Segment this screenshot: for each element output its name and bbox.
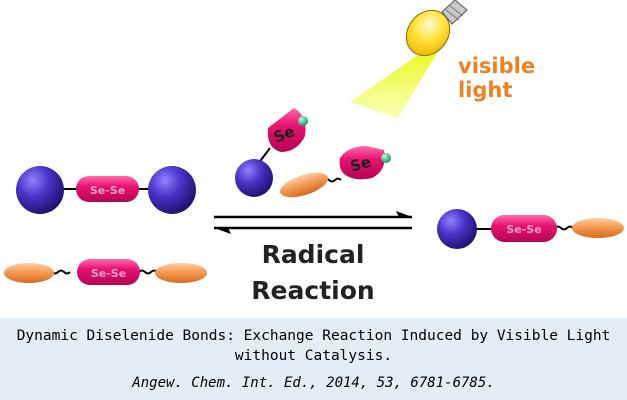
light-beam [350, 45, 442, 118]
diselenide-molecule-spheres: Se-Se [16, 166, 196, 214]
radical-reaction-line1: Radical [261, 240, 365, 269]
visible-light-line2: light [458, 78, 513, 102]
equilibrium-arrows [214, 211, 412, 234]
bond-label: Se-Se [90, 184, 125, 197]
radical-reaction-line2: Reaction [251, 276, 375, 305]
diselenide-molecule-ellipses: Se-Se [4, 259, 207, 285]
reaction-diagram: Se-Se Se-Se Se Se Se-Se [4, 0, 624, 285]
visible-light-line1: visible [458, 54, 536, 78]
radical-dot [381, 153, 391, 163]
selenium-radical-ellipse: Se [280, 146, 391, 198]
light-bulb-icon [405, 0, 468, 57]
bond-label: Se-Se [506, 223, 541, 236]
caption-citation: Angew. Chem. Int. Ed., 2014, 53, 6781-67… [132, 375, 495, 391]
visible-light-label: visible light [458, 54, 535, 102]
caption-title: Dynamic Diselenide Bonds: Exchange React… [16, 328, 611, 364]
exchange-product-molecule: Se-Se [437, 209, 624, 249]
radical-dot [298, 116, 308, 126]
selenium-radical-sphere: Se [235, 108, 308, 197]
bond-label: Se-Se [91, 267, 126, 280]
caption-panel: Dynamic Diselenide Bonds: Exchange React… [0, 318, 627, 400]
selenium-label: Se [348, 153, 373, 176]
